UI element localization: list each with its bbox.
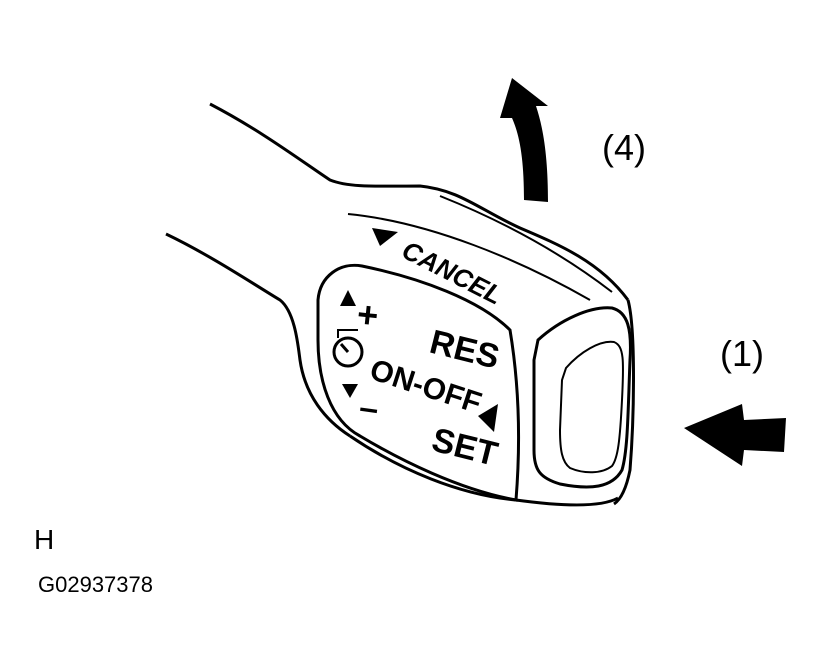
plus-label: +: [355, 293, 380, 336]
lever-head-bevel-line: [347, 213, 591, 301]
switch-face-panel: [316, 263, 520, 502]
pull-lever-arrow-icon: [500, 78, 548, 202]
figure-id: G02937378: [38, 572, 153, 597]
up-arrow-icon: [340, 290, 356, 306]
res-label: RES: [426, 323, 503, 377]
set-arrow-icon: [478, 404, 498, 432]
lever-stalk-lower-edge: [165, 232, 351, 438]
lever-tip-cap: [613, 299, 635, 506]
cruise-main-button-outer: [532, 306, 632, 489]
figure-letter: H: [34, 524, 55, 555]
lever-stalk-upper-edge: [209, 102, 630, 301]
callout-4: (4): [602, 127, 646, 168]
cancel-arrow-icon: [372, 228, 398, 246]
minus-label: –: [357, 388, 381, 428]
push-button-arrow-icon: [684, 404, 786, 466]
lever-head-bevel-line: [439, 195, 613, 293]
callout-1: (1): [720, 333, 764, 374]
down-arrow-icon: [342, 384, 358, 398]
set-label: SET: [428, 421, 502, 474]
lever-head-bottom-edge: [349, 434, 619, 507]
cruise-main-button-inner: [558, 340, 625, 474]
cruise-speedometer-icon: [332, 329, 364, 368]
cancel-label: CANCEL: [397, 235, 507, 311]
